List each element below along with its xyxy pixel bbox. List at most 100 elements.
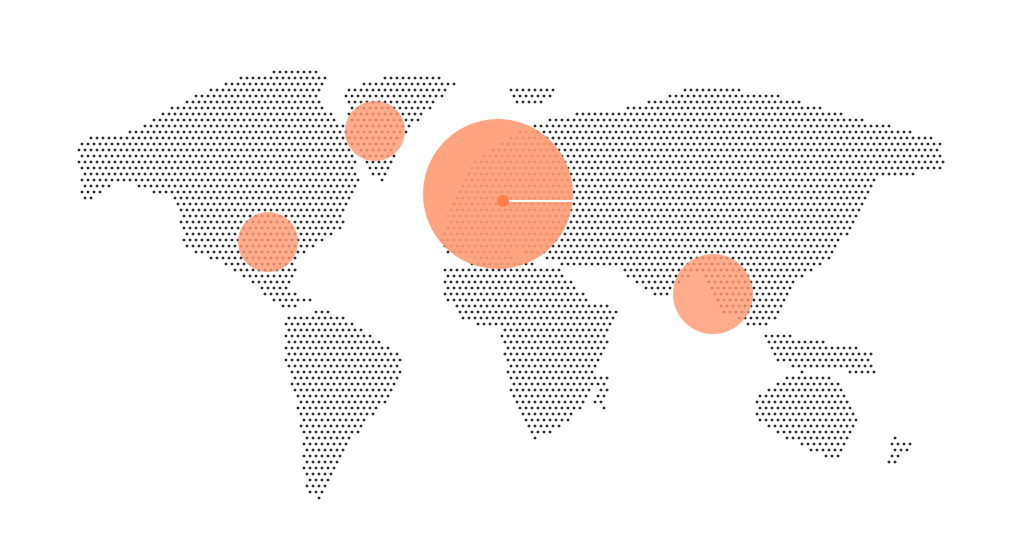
land-dot: [311, 448, 315, 452]
land-dot: [692, 142, 696, 146]
land-dot: [98, 178, 102, 182]
land-dot: [248, 214, 252, 218]
land-dot: [611, 256, 615, 260]
land-dot: [629, 244, 633, 248]
land-dot: [407, 112, 411, 116]
land-dot: [755, 196, 759, 200]
land-dot: [416, 94, 420, 98]
land-dot: [773, 148, 777, 152]
land-dot: [140, 154, 144, 158]
land-dot: [671, 172, 675, 176]
land-dot: [224, 190, 228, 194]
land-dot: [533, 340, 537, 344]
land-dot: [608, 214, 612, 218]
land-dot: [566, 334, 570, 338]
bubble-europe[interactable]: [423, 119, 573, 269]
land-dot: [797, 196, 801, 200]
land-dot: [758, 262, 762, 266]
land-dot: [866, 178, 870, 182]
land-dot: [713, 196, 717, 200]
land-dot: [731, 244, 735, 248]
land-dot: [761, 292, 765, 296]
land-dot: [665, 160, 669, 164]
land-dot: [668, 166, 672, 170]
land-dot: [245, 196, 249, 200]
land-dot: [407, 124, 411, 128]
land-dot: [563, 136, 567, 140]
land-dot: [638, 106, 642, 110]
land-dot: [332, 334, 336, 338]
land-dot: [866, 190, 870, 194]
bubble-south-asia[interactable]: [673, 254, 753, 334]
land-dot: [380, 178, 384, 182]
land-dot: [800, 394, 804, 398]
land-dot: [734, 118, 738, 122]
land-dot: [212, 142, 216, 146]
land-dot: [680, 166, 684, 170]
land-dot: [695, 112, 699, 116]
land-dot: [509, 280, 513, 284]
land-dot: [680, 154, 684, 158]
land-dot: [830, 454, 834, 458]
land-dot: [752, 214, 756, 218]
land-dot: [674, 106, 678, 110]
land-dot: [818, 178, 822, 182]
land-dot: [632, 166, 636, 170]
land-dot: [371, 172, 375, 176]
land-dot: [512, 346, 516, 350]
land-dot: [323, 364, 327, 368]
land-dot: [734, 154, 738, 158]
bubble-greenland-canada[interactable]: [345, 101, 405, 161]
land-dot: [695, 232, 699, 236]
land-dot: [95, 148, 99, 152]
land-dot: [752, 142, 756, 146]
land-dot: [572, 118, 576, 122]
land-dot: [527, 412, 531, 416]
land-dot: [608, 190, 612, 194]
selected-point-marker[interactable]: [497, 195, 509, 207]
land-dot: [845, 400, 849, 404]
land-dot: [674, 202, 678, 206]
land-dot: [788, 154, 792, 158]
land-dot: [257, 112, 261, 116]
land-dot: [329, 172, 333, 176]
land-dot: [698, 190, 702, 194]
land-dot: [179, 112, 183, 116]
land-dot: [794, 430, 798, 434]
land-dot: [512, 334, 516, 338]
land-dot: [296, 166, 300, 170]
land-dot: [596, 250, 600, 254]
land-dot: [311, 316, 315, 320]
land-dot: [236, 154, 240, 158]
land-dot: [854, 214, 858, 218]
land-dot: [449, 292, 453, 296]
land-dot: [494, 322, 498, 326]
land-dot: [746, 94, 750, 98]
land-dot: [821, 424, 825, 428]
land-dot: [338, 406, 342, 410]
land-dot: [554, 250, 558, 254]
land-dot: [713, 208, 717, 212]
land-dot: [233, 244, 237, 248]
land-dot: [695, 208, 699, 212]
land-dot: [752, 154, 756, 158]
land-dot: [665, 208, 669, 212]
land-dot: [782, 334, 786, 338]
land-dot: [269, 292, 273, 296]
land-dot: [233, 196, 237, 200]
land-dot: [347, 400, 351, 404]
land-dot: [746, 142, 750, 146]
land-dot: [401, 88, 405, 92]
land-dot: [533, 352, 537, 356]
land-dot: [839, 400, 843, 404]
land-dot: [344, 190, 348, 194]
land-dot: [827, 184, 831, 188]
land-dot: [839, 196, 843, 200]
land-dot: [167, 112, 171, 116]
land-dot: [287, 100, 291, 104]
bubble-north-america[interactable]: [238, 212, 298, 272]
land-dot: [368, 358, 372, 362]
land-dot: [767, 292, 771, 296]
land-dot: [665, 292, 669, 296]
land-dot: [317, 76, 321, 80]
